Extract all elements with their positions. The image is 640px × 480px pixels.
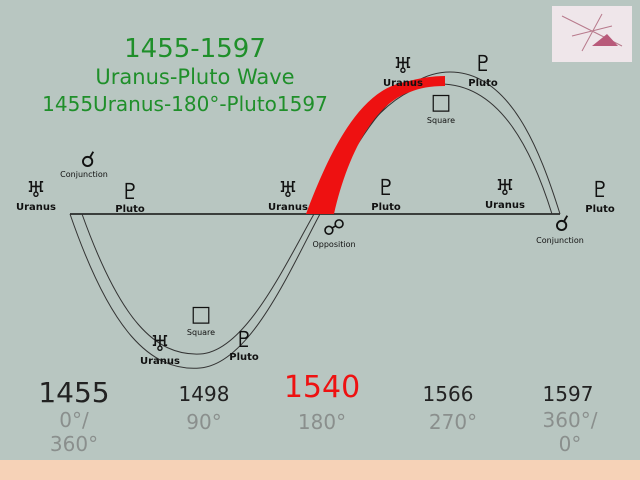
- uranus-icon: ♅: [278, 178, 298, 203]
- pluto-icon: ♇: [590, 178, 610, 203]
- uranus-icon: ♅: [495, 176, 515, 201]
- uranus-label-right: Uranus: [485, 200, 525, 211]
- footer-bar: [0, 460, 640, 480]
- opposition-icon: ☍: [322, 216, 346, 241]
- degree-1597: 360°/ 0°: [542, 408, 598, 456]
- year-1498: 1498: [178, 382, 230, 406]
- square-icon: □: [190, 302, 212, 327]
- uranus-label-peak: Uranus: [383, 78, 423, 89]
- highlight-arc: [306, 76, 445, 214]
- degree-1540: 180°: [297, 410, 347, 434]
- degree-1566: 270°: [428, 410, 478, 434]
- pluto-icon: ♇: [376, 176, 396, 201]
- uranus-icon: ♅: [150, 332, 170, 357]
- pluto-label-right: Pluto: [585, 204, 615, 215]
- pluto-label-peak: Pluto: [468, 78, 498, 89]
- pluto-icon: ♇: [473, 52, 493, 77]
- year-1597: 1597: [542, 382, 594, 406]
- pluto-label-middle: Pluto: [371, 202, 401, 213]
- degree-1498: 90°: [186, 410, 222, 434]
- year-1540: 1540: [283, 370, 361, 405]
- pluto-label-left: Pluto: [115, 204, 145, 215]
- pluto-icon: ♇: [120, 180, 140, 205]
- uranus-label-trough: Uranus: [140, 356, 180, 367]
- opposition-label: Opposition: [312, 240, 356, 249]
- uranus-label-middle: Uranus: [268, 202, 308, 213]
- conjunction-label-left: Conjunction: [60, 170, 108, 179]
- conjunction-label-right: Conjunction: [536, 236, 584, 245]
- uranus-icon: ♅: [26, 178, 46, 203]
- conjunction-icon: ☌: [554, 212, 570, 237]
- square-icon: □: [430, 90, 452, 115]
- logo-icon: [552, 6, 632, 62]
- title-name: Uranus-Pluto Wave: [95, 65, 295, 89]
- year-1455: 1455: [38, 376, 110, 409]
- conjunction-icon: ☌: [80, 148, 96, 173]
- degree-1455: 0°/ 360°: [49, 408, 99, 456]
- pluto-label-trough: Pluto: [229, 352, 259, 363]
- uranus-label-left: Uranus: [16, 202, 56, 213]
- square-label-bottom: Square: [186, 328, 216, 337]
- title-years: 1455-1597: [124, 34, 266, 64]
- year-1566: 1566: [422, 382, 474, 406]
- uranus-icon: ♅: [393, 54, 413, 79]
- wave-curve-outer: [69, 71, 561, 369]
- corner-logo-image: [552, 6, 632, 62]
- title-aspect: 1455Uranus-180°-Pluto1597: [42, 92, 328, 116]
- pluto-icon: ♇: [234, 328, 254, 353]
- square-label-top: Square: [426, 116, 456, 125]
